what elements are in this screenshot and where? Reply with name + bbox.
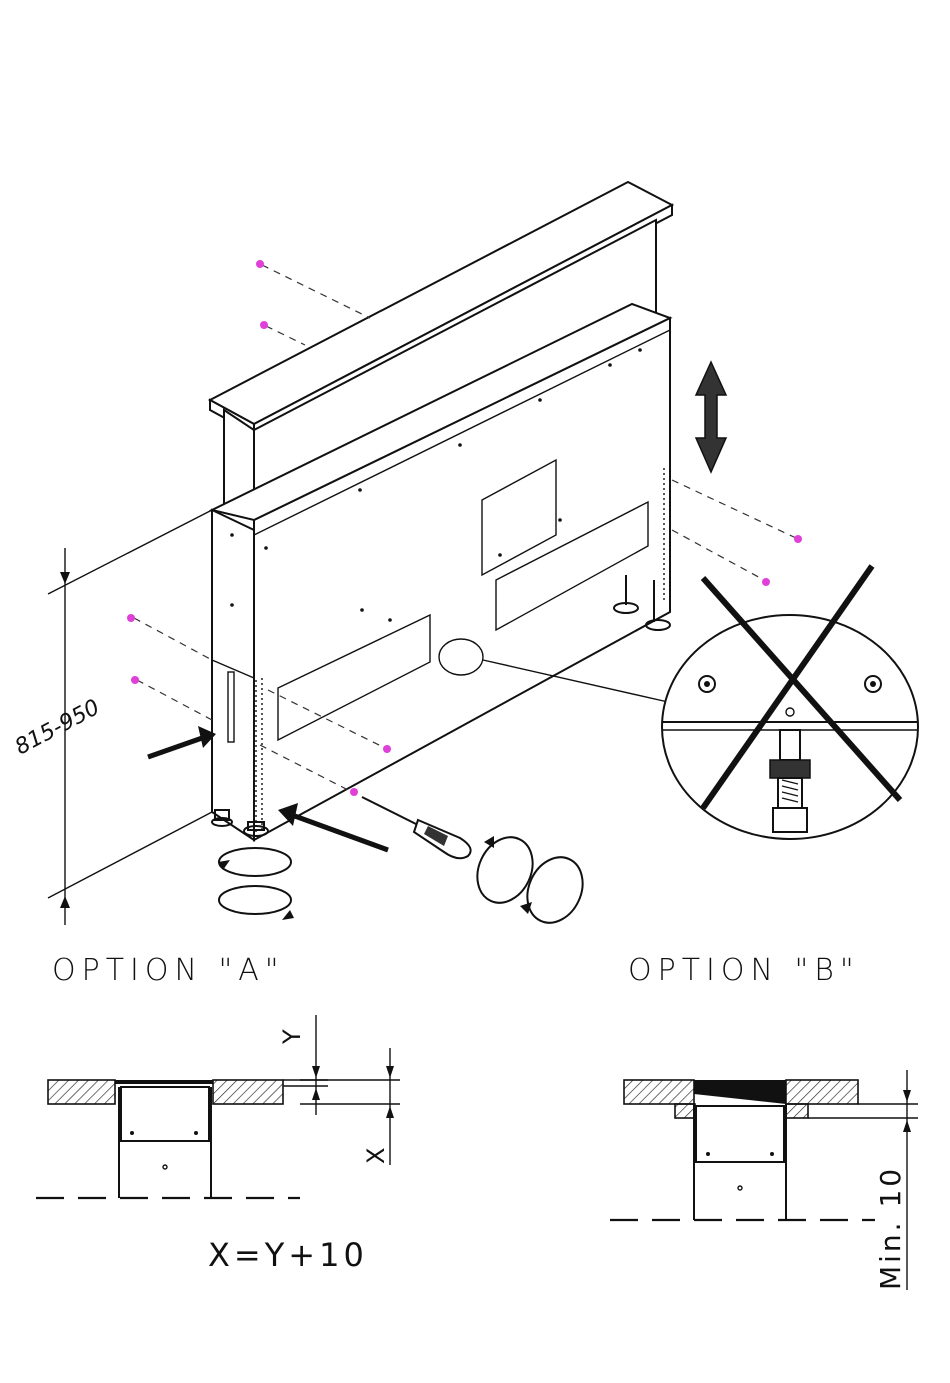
height-range-label: 815-950: [11, 695, 104, 760]
screw-icon: [256, 260, 264, 268]
option-a-label: OPTION "A": [52, 953, 285, 988]
rotate-arrows-icon: [467, 828, 593, 932]
screw-icon: [383, 745, 391, 753]
screw-icon: [131, 676, 139, 684]
dim-y-label: Y: [278, 1029, 306, 1045]
height-dimension: 815-950: [11, 510, 212, 925]
appliance-illustration: [210, 182, 672, 840]
dim-x-label: X: [362, 1148, 390, 1164]
screw-icon: [794, 535, 802, 543]
screw-icon: [127, 614, 135, 622]
rotate-arrows-icon: [218, 848, 294, 920]
formula-label: X=Y+10: [208, 1236, 368, 1274]
option-b-label: OPTION "B": [628, 953, 860, 988]
screw-icon: [762, 578, 770, 586]
option-b-section: Min. 10: [610, 1070, 918, 1290]
option-a-section: Y X X=Y+10: [36, 1015, 400, 1274]
double-arrow-icon: [696, 362, 726, 472]
min-dim-label: Min. 10: [874, 1166, 907, 1290]
screw-icon: [350, 788, 358, 796]
screw-icon: [260, 321, 268, 329]
